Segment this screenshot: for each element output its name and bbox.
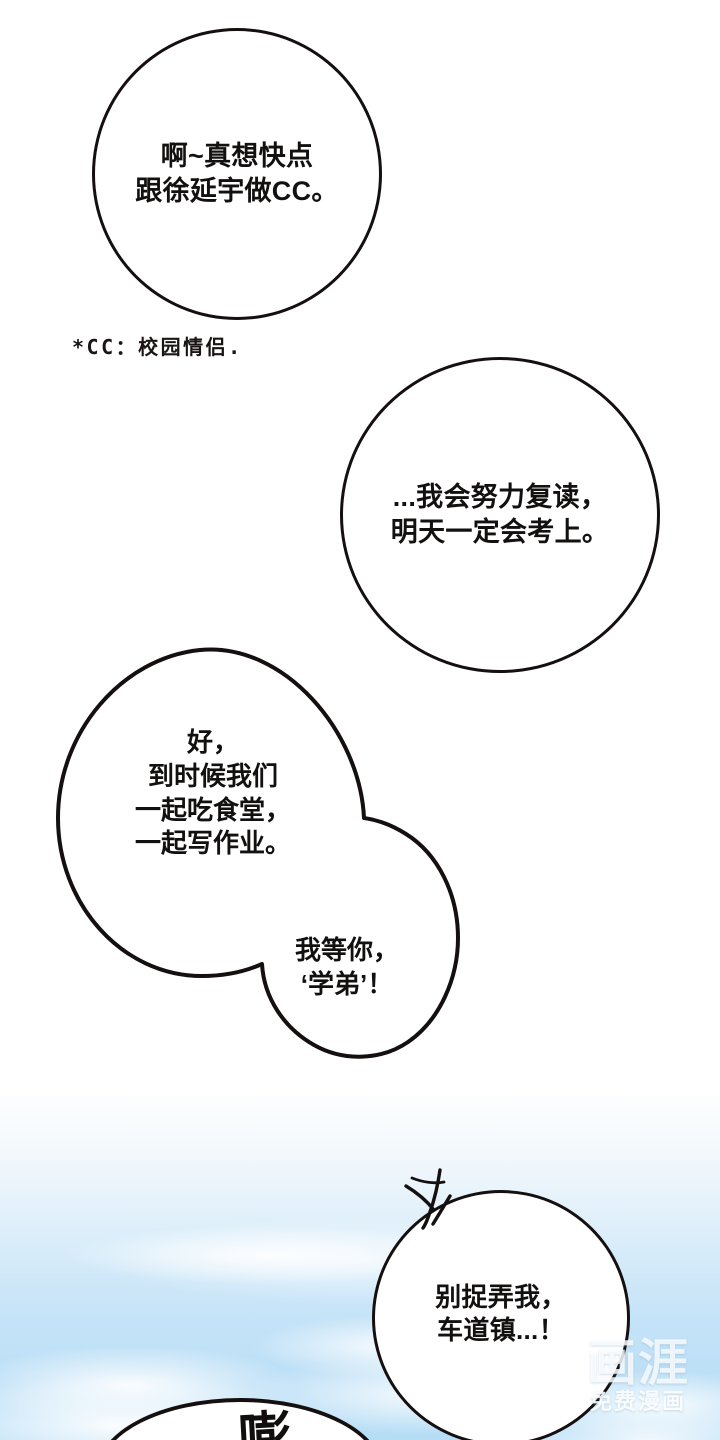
speech-bubble-3-outline [56, 647, 460, 1059]
speech-bubble-1: 啊~真想快点 跟徐延宇做CC。 [92, 28, 382, 320]
footnote-cc: *CC：校园情侣. [72, 335, 243, 359]
speech-bubble-3-lower-text: 我等你， ‘学弟’！ [294, 935, 399, 999]
speech-bubble-4-text: 别捉弄我， 车道镇...！ [435, 1281, 567, 1345]
speech-bubble-3-upper-text: 好， 到时候我们 一起吃食堂， 一起写作业。 [134, 727, 291, 859]
speech-bubble-2-text: ...我会努力复读， 明天一定会考上。 [390, 482, 610, 547]
speech-bubble-3-compound: 好， 到时候我们 一起吃食堂， 一起写作业。 我等你， ‘学弟’！ [52, 646, 472, 1064]
sfx-boom-text: 嘭 [234, 1404, 297, 1440]
speech-bubble-2: ...我会努力复读， 明天一定会考上。 [340, 357, 660, 673]
emotion-burst-icon [400, 1168, 474, 1238]
speech-bubble-1-text: 啊~真想快点 跟徐延宇做CC。 [135, 141, 339, 206]
